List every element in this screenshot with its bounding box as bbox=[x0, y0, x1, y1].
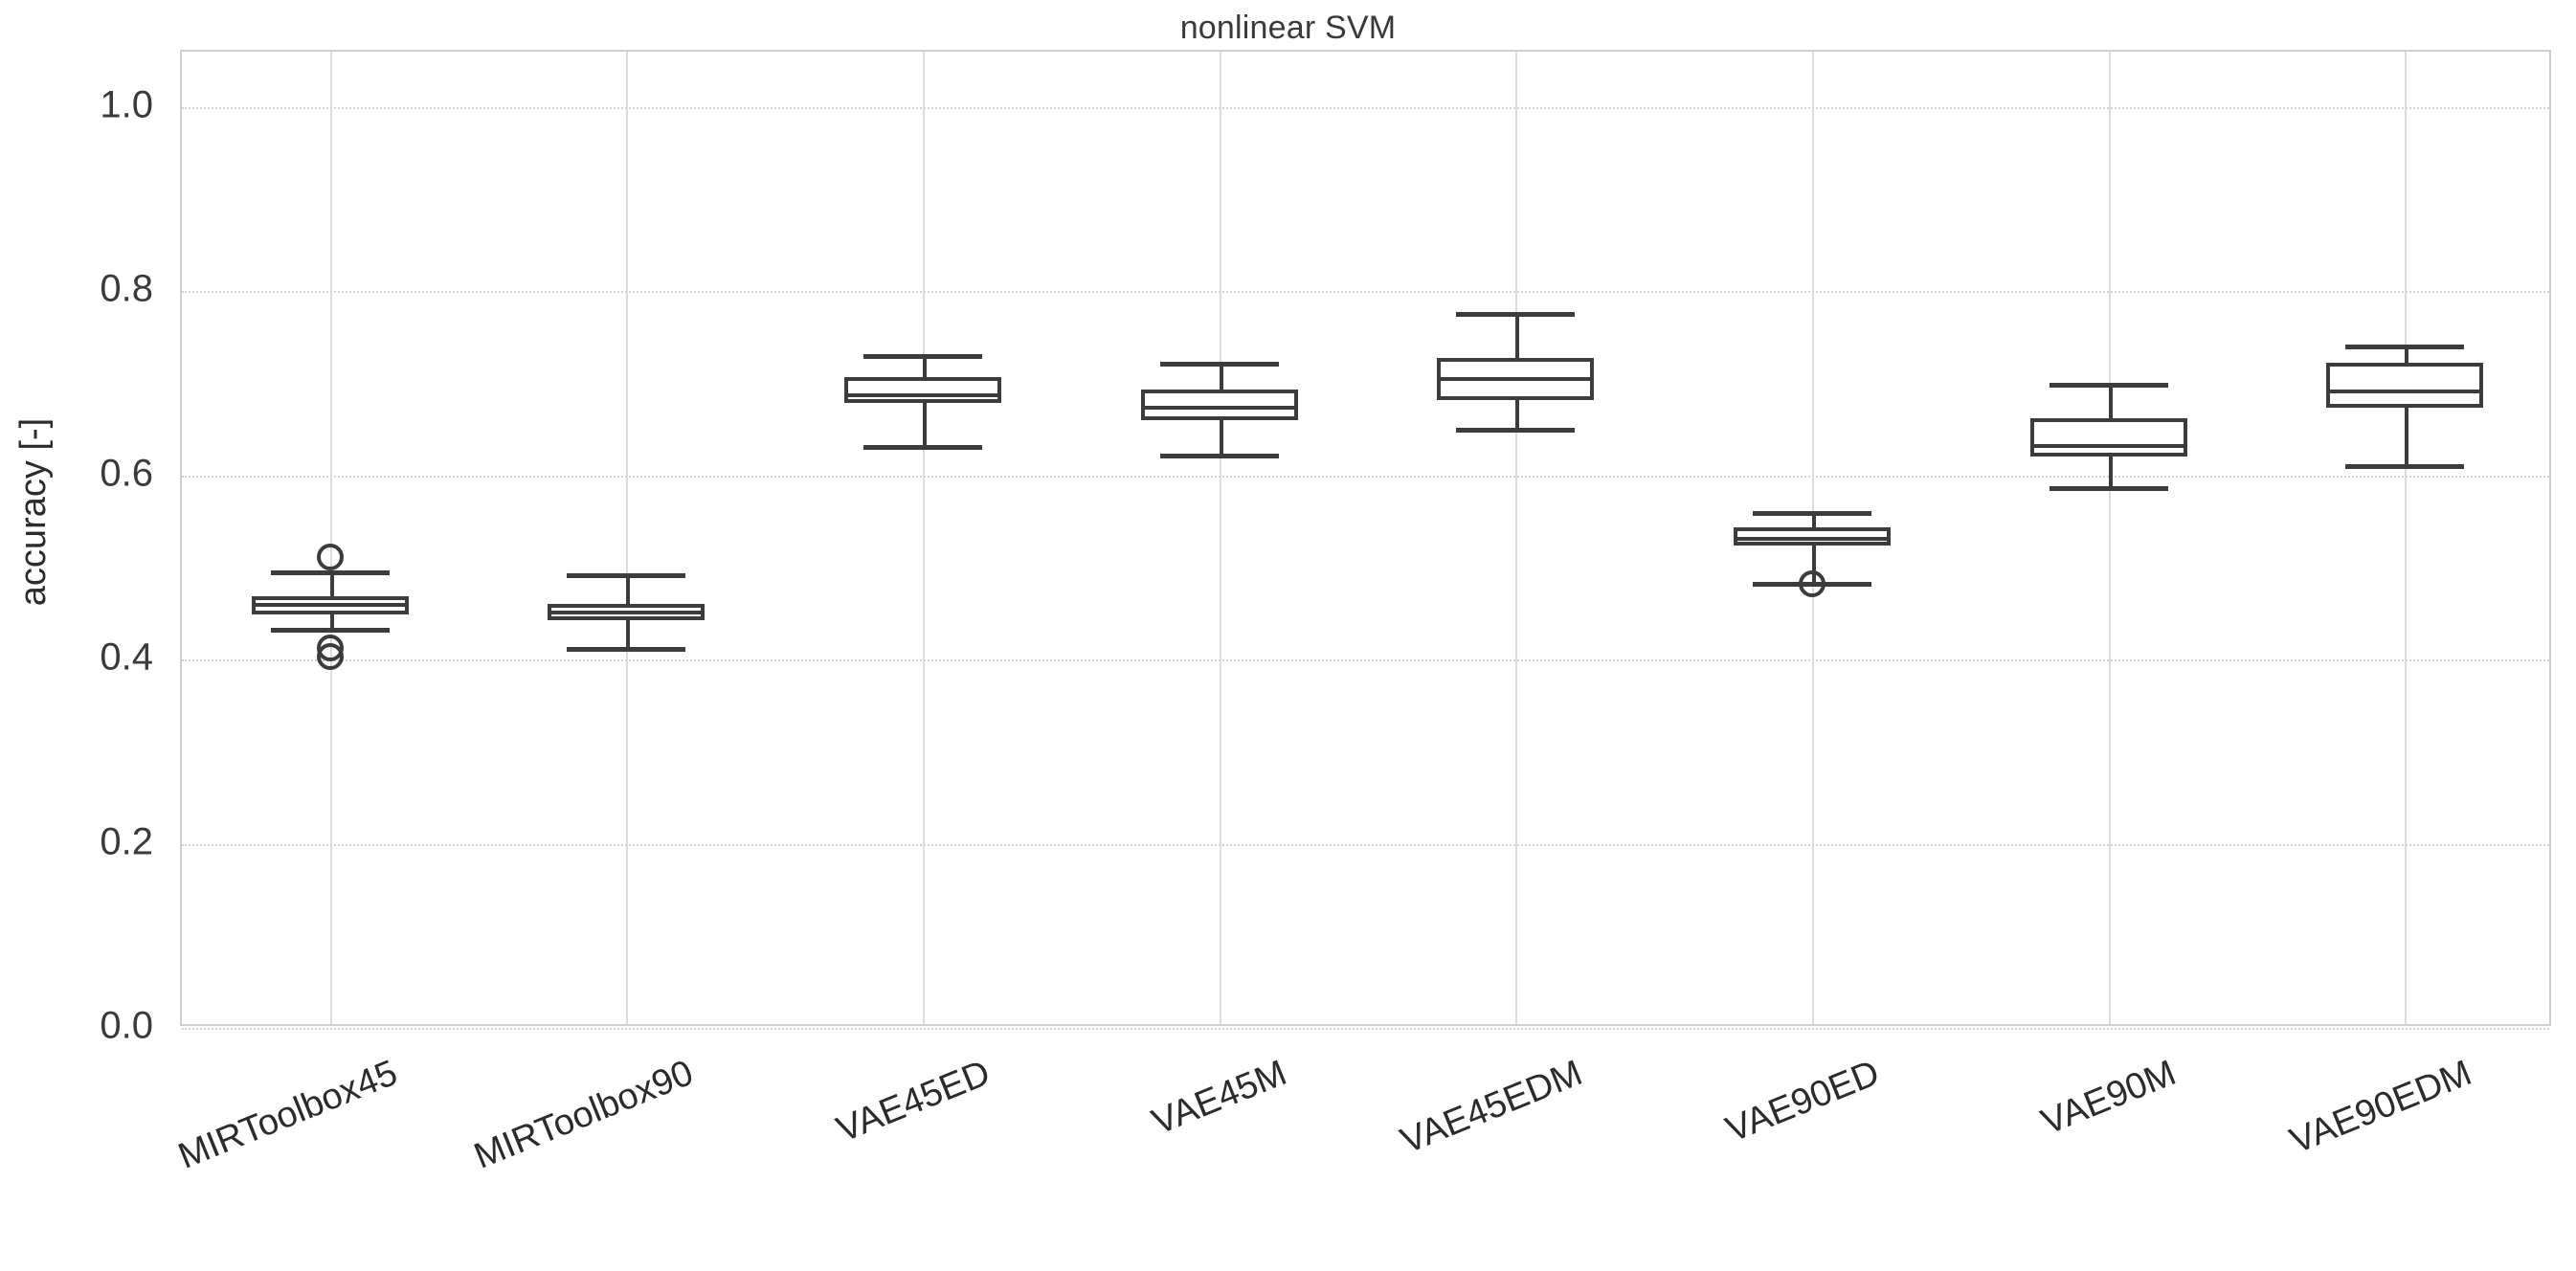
plot-area bbox=[180, 50, 2551, 1030]
cap-upper bbox=[270, 569, 390, 575]
whisker-lower bbox=[1219, 419, 1223, 454]
gridline-vertical bbox=[2108, 52, 2111, 1024]
cap-upper bbox=[2049, 383, 2168, 389]
outlier-point bbox=[316, 544, 344, 571]
whisker-lower bbox=[2405, 408, 2409, 465]
whisker-upper bbox=[2405, 345, 2409, 364]
cap-upper bbox=[1456, 312, 1576, 318]
gridline-vertical bbox=[1515, 52, 1518, 1024]
whisker-upper bbox=[329, 569, 334, 596]
box-iqr bbox=[2029, 417, 2187, 457]
whisker-upper bbox=[1811, 511, 1816, 527]
boxplot-mirtoolbox90 bbox=[548, 52, 706, 1024]
y-axis-label-text: accuracy [-] bbox=[12, 417, 54, 607]
whisker-lower bbox=[2108, 457, 2113, 487]
boxplot-vae90m bbox=[2029, 52, 2187, 1024]
whisker-upper bbox=[626, 572, 631, 605]
gridline-vertical bbox=[626, 52, 629, 1024]
median-line bbox=[251, 603, 409, 608]
gridline-vertical bbox=[923, 52, 926, 1024]
x-axis-tick-label: VAE45EDM bbox=[1395, 1053, 1588, 1162]
cap-upper bbox=[2345, 345, 2465, 349]
whisker-lower bbox=[1515, 399, 1520, 428]
median-line bbox=[2326, 390, 2484, 394]
y-axis-tick-label: 0.4 bbox=[100, 636, 153, 679]
gridline-horizontal bbox=[182, 843, 2549, 846]
median-line bbox=[548, 611, 706, 615]
gridline-vertical bbox=[2405, 52, 2408, 1024]
whisker-lower bbox=[329, 613, 334, 629]
median-line bbox=[1733, 537, 1891, 542]
median-line bbox=[1437, 376, 1595, 381]
whisker-upper bbox=[2108, 383, 2113, 418]
cap-lower bbox=[2049, 486, 2168, 492]
x-axis-tick-label: MIRToolbox90 bbox=[469, 1053, 700, 1177]
box-iqr bbox=[2326, 363, 2484, 409]
y-axis-tick-label: 0.2 bbox=[100, 820, 153, 863]
cap-upper bbox=[863, 353, 983, 359]
cap-lower bbox=[1456, 427, 1576, 433]
boxplot-vae45m bbox=[1140, 52, 1298, 1024]
y-axis-tick-label: 0.8 bbox=[100, 267, 153, 310]
cap-lower bbox=[270, 628, 390, 634]
cap-upper bbox=[567, 572, 686, 578]
box-iqr bbox=[844, 376, 1002, 403]
gridline-horizontal bbox=[182, 106, 2549, 109]
whisker-lower bbox=[626, 619, 631, 647]
whisker-upper bbox=[1515, 312, 1520, 359]
whisker-upper bbox=[923, 353, 928, 377]
whisker-lower bbox=[923, 402, 928, 445]
boxplot-mirtoolbox45 bbox=[251, 52, 409, 1024]
gridline-horizontal bbox=[182, 475, 2549, 478]
box-iqr bbox=[1140, 390, 1298, 420]
chart-title: nonlinear SVM bbox=[1179, 10, 1397, 46]
y-axis-tick-label: 0.6 bbox=[100, 452, 153, 495]
x-axis-tick-label: VAE45ED bbox=[831, 1053, 997, 1150]
outlier-point bbox=[316, 643, 344, 671]
y-axis-label: accuracy [-] bbox=[5, 263, 62, 761]
x-axis-tick-label: VAE90M bbox=[2035, 1053, 2182, 1144]
x-axis-tick-label: VAE45M bbox=[1146, 1053, 1292, 1144]
x-axis-tick-label: MIRToolbox45 bbox=[172, 1053, 403, 1177]
cap-lower bbox=[863, 444, 983, 450]
cap-upper bbox=[1752, 511, 1871, 517]
y-axis-tick-label: 1.0 bbox=[100, 83, 153, 126]
boxplot-vae90ed bbox=[1733, 52, 1891, 1024]
cap-upper bbox=[1159, 362, 1279, 368]
outlier-point bbox=[1798, 570, 1826, 598]
median-line bbox=[2029, 443, 2187, 448]
x-axis-tick-label: VAE90ED bbox=[1720, 1053, 1885, 1150]
gridline-vertical bbox=[1219, 52, 1221, 1024]
whisker-lower bbox=[1811, 545, 1816, 583]
gridline-vertical bbox=[329, 52, 332, 1024]
y-axis-tick-label: 0.0 bbox=[100, 1004, 153, 1047]
gridline-horizontal bbox=[182, 1028, 2549, 1030]
median-line bbox=[844, 393, 1002, 397]
gridline-horizontal bbox=[182, 659, 2549, 662]
median-line bbox=[1140, 405, 1298, 410]
boxplot-vae45ed bbox=[844, 52, 1002, 1024]
gridline-horizontal bbox=[182, 291, 2549, 294]
cap-lower bbox=[567, 646, 686, 652]
boxplot-vae90edm bbox=[2326, 52, 2484, 1024]
cap-lower bbox=[2345, 464, 2465, 470]
boxplot-vae45edm bbox=[1437, 52, 1595, 1024]
whisker-upper bbox=[1219, 362, 1223, 390]
cap-lower bbox=[1159, 453, 1279, 458]
x-axis-tick-label: VAE90EDM bbox=[2284, 1053, 2477, 1162]
